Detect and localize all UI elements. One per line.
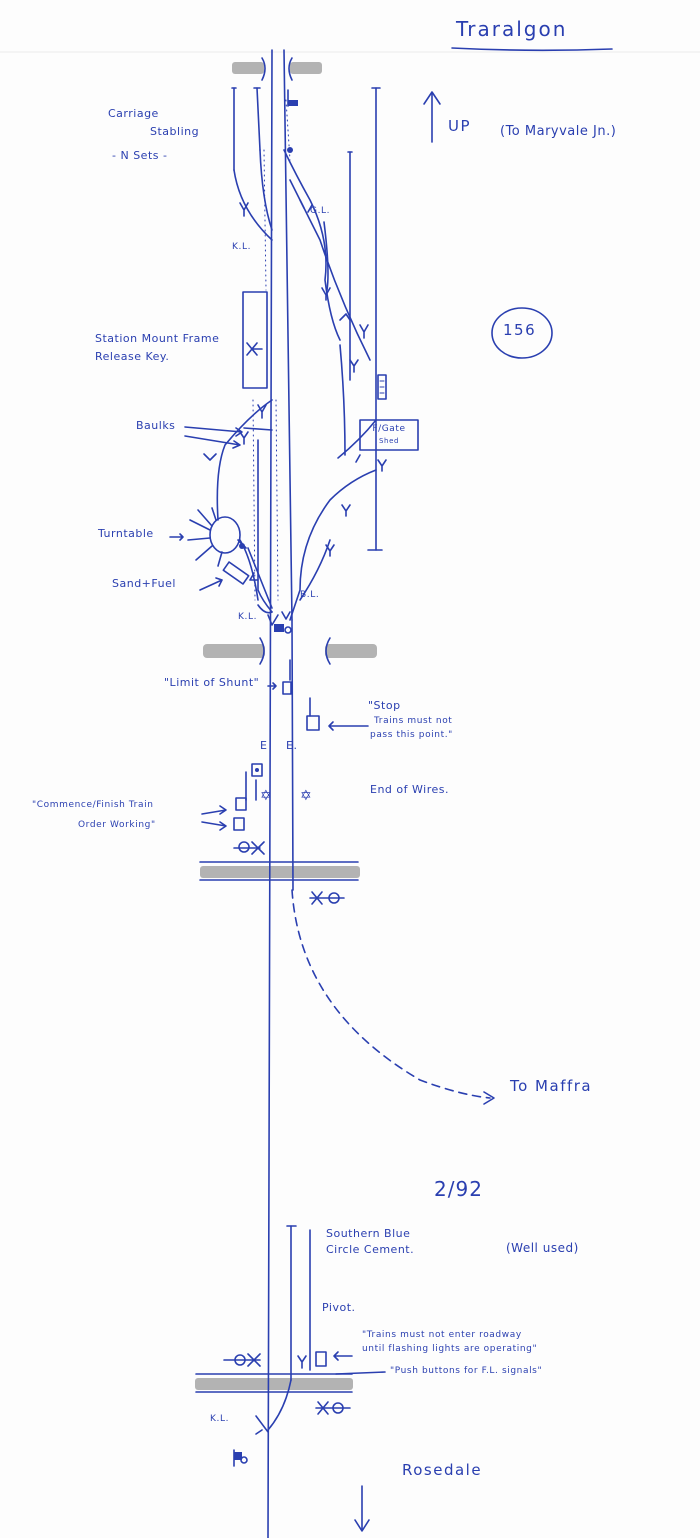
label-push-buttons: "Push buttons for F.L. signals"	[390, 1366, 543, 1376]
label-to-maffra: To Maffra	[510, 1077, 593, 1095]
label-date: 2/92	[434, 1177, 483, 1201]
down-arrow	[354, 1485, 370, 1532]
label-cement-2: Circle Cement.	[326, 1243, 415, 1256]
maffra-arrow-head	[483, 1091, 495, 1105]
label-shed: Shed	[378, 437, 400, 445]
main-lines	[267, 49, 294, 1538]
label-sand-fuel: Sand+Fuel	[112, 577, 176, 590]
label-stop-pass: pass this point."	[370, 730, 453, 740]
yard-exit-points	[267, 611, 292, 634]
label-kl-bottom: K.L.	[210, 1414, 230, 1424]
label-stabling: Stabling	[150, 125, 200, 138]
up-label: UP	[448, 117, 472, 135]
label-release-key: Release Key.	[95, 350, 170, 363]
train-order-signals: ✡ ✡	[233, 763, 312, 831]
label-roadway-1: "Trains must not enter roadway	[362, 1330, 522, 1340]
label-pivot: Pivot.	[322, 1301, 356, 1314]
label-station-frame: Station Mount Frame	[95, 332, 220, 345]
page-number-circle	[491, 307, 553, 359]
label-roadway-2: until flashing lights are operating"	[362, 1344, 538, 1354]
road-brackets	[195, 57, 359, 1393]
label-limit-of-shunt: "Limit of Shunt"	[164, 676, 260, 689]
label-carriage: Carriage	[108, 107, 159, 120]
label-e-left: E	[260, 739, 268, 752]
page-number: 156	[503, 321, 537, 339]
title-underline	[451, 47, 613, 52]
label-n-sets: - N Sets -	[112, 149, 168, 162]
right-sidings-top	[283, 87, 387, 621]
crossing-signals	[223, 841, 351, 1415]
road-crossings	[195, 62, 377, 1390]
label-order-working: Order Working"	[78, 820, 156, 830]
maffra-branch	[291, 889, 491, 1099]
label-e-right: E.	[286, 739, 298, 752]
label-gl-top: G.L.	[310, 206, 331, 216]
label-well-used: (Well used)	[506, 1241, 579, 1255]
label-kl-mid: K.L.	[238, 612, 258, 622]
up-arrow	[423, 91, 441, 143]
diagram-title: Traralgon	[456, 17, 568, 41]
fgate-shed	[359, 374, 419, 451]
turntable	[187, 507, 259, 601]
cement-siding	[255, 1225, 327, 1435]
label-fgate: F/Gate	[372, 424, 406, 434]
label-stop: "Stop	[368, 699, 401, 712]
label-cement-1: Southern Blue	[326, 1227, 411, 1240]
bottom-signal	[233, 1449, 248, 1467]
label-kl-top: K.L.	[232, 242, 252, 252]
label-end-of-wires: End of Wires.	[370, 783, 449, 796]
carriage-stabling-sidings	[231, 87, 273, 241]
label-stop-trains: Trains must not	[374, 716, 453, 726]
svg-text:✡: ✡	[300, 788, 312, 804]
up-destination: (To Maryvale Jn.)	[500, 124, 617, 139]
top-signal	[287, 89, 298, 153]
turntable-sidings	[203, 399, 273, 614]
station-mount-frame	[242, 291, 268, 389]
label-turntable: Turntable	[98, 527, 154, 540]
label-commence: "Commence/Finish Train	[32, 800, 154, 810]
shunt-signals	[282, 659, 320, 731]
svg-text:✡: ✡	[260, 788, 272, 804]
label-rosedale: Rosedale	[402, 1461, 483, 1479]
label-bl-mid: B.L.	[300, 590, 320, 600]
pointer-arrows	[169, 426, 386, 1375]
label-baulks: Baulks	[136, 419, 176, 432]
